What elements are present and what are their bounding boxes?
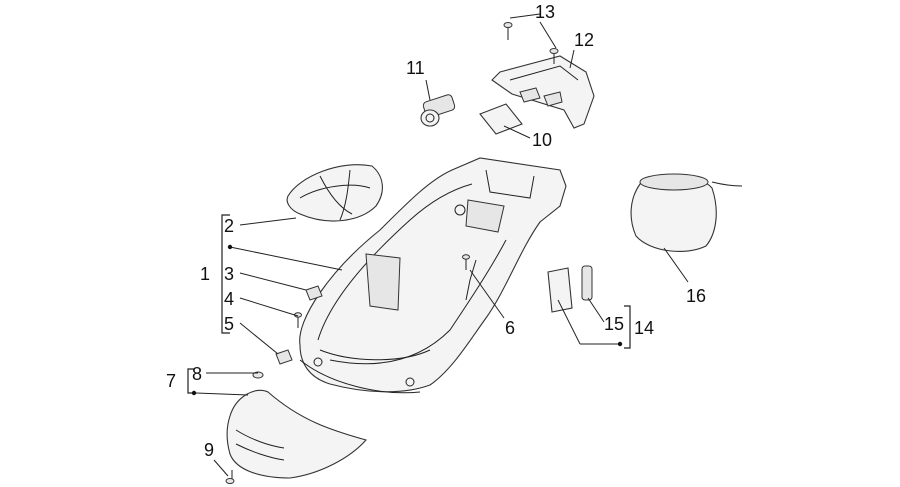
callout-16: 16 <box>686 286 706 306</box>
callout-9: 9 <box>204 440 214 460</box>
callout-3: 3 <box>224 264 234 284</box>
callout-15: 15 <box>604 314 624 334</box>
brackets <box>187 214 631 396</box>
callout-7: 7 <box>166 371 176 391</box>
callout-6: 6 <box>505 318 515 338</box>
part-rear-trim <box>491 55 595 129</box>
leader-lines <box>195 13 689 477</box>
callout-12: 12 <box>574 30 594 50</box>
callout-4: 4 <box>224 289 234 309</box>
callout-14: 14 <box>634 318 654 338</box>
part-16-bag <box>630 173 743 252</box>
callout-13: 13 <box>535 2 555 22</box>
part-helmet-compartment <box>299 157 567 394</box>
part-screws-13 <box>503 22 559 64</box>
part-kit-14-15 <box>547 265 593 313</box>
callout-8: 8 <box>192 364 202 384</box>
callout-11: 11 <box>406 58 425 78</box>
part-small-cover <box>479 103 523 135</box>
callout-5: 5 <box>224 314 234 334</box>
callout-10: 10 <box>532 130 552 150</box>
part-socket <box>420 94 456 127</box>
callout-labels: 1 2 3 4 5 6 7 8 9 10 11 12 13 14 15 16 <box>166 2 706 460</box>
callout-1: 1 <box>200 264 210 284</box>
part-cover-lid <box>286 164 383 222</box>
part-lower-fairing <box>226 389 367 479</box>
callout-2: 2 <box>224 216 234 236</box>
